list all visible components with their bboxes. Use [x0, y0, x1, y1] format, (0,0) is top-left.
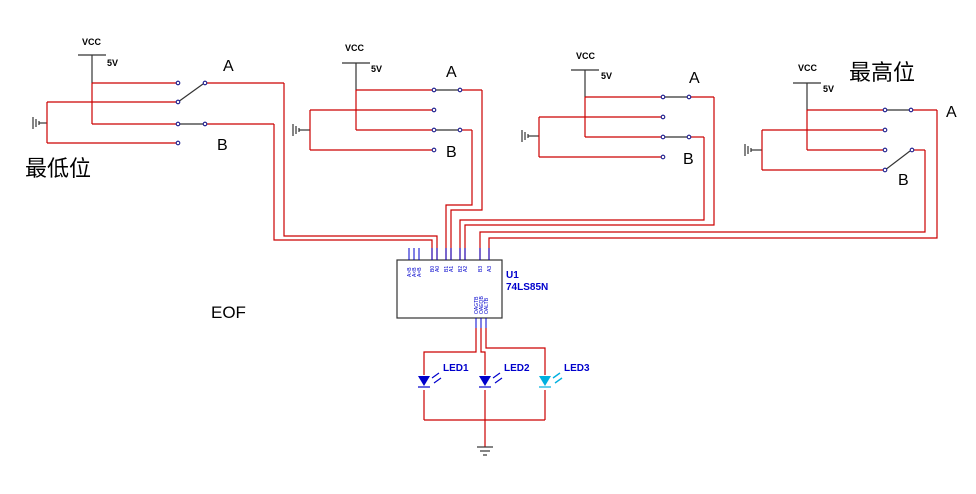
- switch-a-2[interactable]: A: [310, 64, 482, 113]
- vcc-source-3: VCC 5V: [571, 51, 612, 97]
- ground-symbol-1: [32, 117, 47, 129]
- switch-a-4[interactable]: A: [762, 104, 957, 133]
- pin-label: A3: [487, 266, 493, 272]
- pin-label: B1: [444, 266, 450, 272]
- vcc-source-4: VCC 5V: [793, 63, 834, 110]
- ic-top-pins: [408, 248, 490, 260]
- switch-label-a: A: [946, 104, 957, 121]
- highest-bit-label: 最高位: [849, 61, 915, 86]
- ground-symbol-led: [477, 446, 493, 456]
- led-label: LED1: [443, 363, 469, 374]
- pin-label: OALTB: [484, 297, 490, 314]
- ic-ref-label: U1: [506, 270, 519, 281]
- pin-label: A<B: [412, 267, 418, 277]
- led-label: LED2: [504, 363, 530, 374]
- pin-label: A1: [449, 266, 455, 272]
- output-wires: [423, 328, 546, 447]
- switch-group-1: VCC 5V A B: [32, 37, 284, 154]
- voltage-label: 5V: [601, 71, 612, 81]
- vcc-label: VCC: [576, 51, 596, 61]
- lowest-bit-label: 最低位: [25, 157, 91, 182]
- switch-label-b: B: [217, 137, 228, 154]
- switch-label-a: A: [689, 70, 700, 87]
- ic-bottom-pins: OAGTB OAEQB OALTB: [474, 296, 490, 328]
- eof-label: EOF: [211, 303, 246, 322]
- switch-group-4: VCC 5V A B: [744, 63, 957, 189]
- switch-a-1[interactable]: A: [47, 58, 284, 105]
- ic-part-label: 74LS85N: [506, 282, 548, 293]
- ground-symbol-3: [521, 130, 539, 142]
- switch-label-a: A: [223, 58, 234, 75]
- pin-label: OAGTB: [474, 296, 480, 314]
- vcc-label: VCC: [82, 37, 102, 47]
- pin-label: B3: [478, 266, 484, 272]
- pin-label: B2: [458, 266, 464, 272]
- voltage-label: 5V: [371, 64, 382, 74]
- led-2: LED2: [479, 363, 530, 388]
- switch-b-3[interactable]: B: [538, 97, 704, 168]
- switch-group-3: VCC 5V A B: [521, 51, 714, 168]
- switch-label-b: B: [683, 151, 694, 168]
- switch-b-1[interactable]: B: [46, 83, 274, 154]
- ic-74ls85[interactable]: A>B A<B A=B B0 A0 B1 A1 B2 A2 B3 A3 OAGT…: [396, 248, 548, 328]
- vcc-source-1: VCC 5V: [78, 37, 118, 83]
- switch-label-b: B: [446, 144, 457, 161]
- ic-top-pin-labels: A>B A<B A=B B0 A0 B1 A1 B2 A2 B3 A3: [407, 266, 493, 277]
- led-label: LED3: [564, 363, 590, 374]
- voltage-label: 5V: [823, 84, 834, 94]
- switch-label-a: A: [446, 64, 457, 81]
- pin-label: A=B: [417, 267, 423, 277]
- switch-b-4[interactable]: B: [761, 110, 925, 189]
- vcc-label: VCC: [345, 43, 365, 53]
- vcc-source-2: VCC 5V: [342, 43, 382, 90]
- ground-symbol-2: [292, 124, 310, 136]
- led-1: LED1: [418, 363, 469, 388]
- pin-label: B0: [430, 266, 436, 272]
- switch-group-2: VCC 5V A B: [292, 43, 482, 161]
- led-3: LED3: [539, 363, 590, 388]
- pin-label: A0: [435, 266, 441, 272]
- switch-label-b: B: [898, 172, 909, 189]
- pin-label: A2: [463, 266, 469, 272]
- switch-a-3[interactable]: A: [539, 70, 714, 120]
- ground-symbol-4: [744, 144, 762, 156]
- voltage-label: 5V: [107, 58, 118, 68]
- vcc-label: VCC: [798, 63, 818, 73]
- pin-label: OAEQB: [479, 296, 485, 314]
- switch-b-2[interactable]: B: [309, 90, 472, 161]
- pin-label: A>B: [407, 267, 413, 277]
